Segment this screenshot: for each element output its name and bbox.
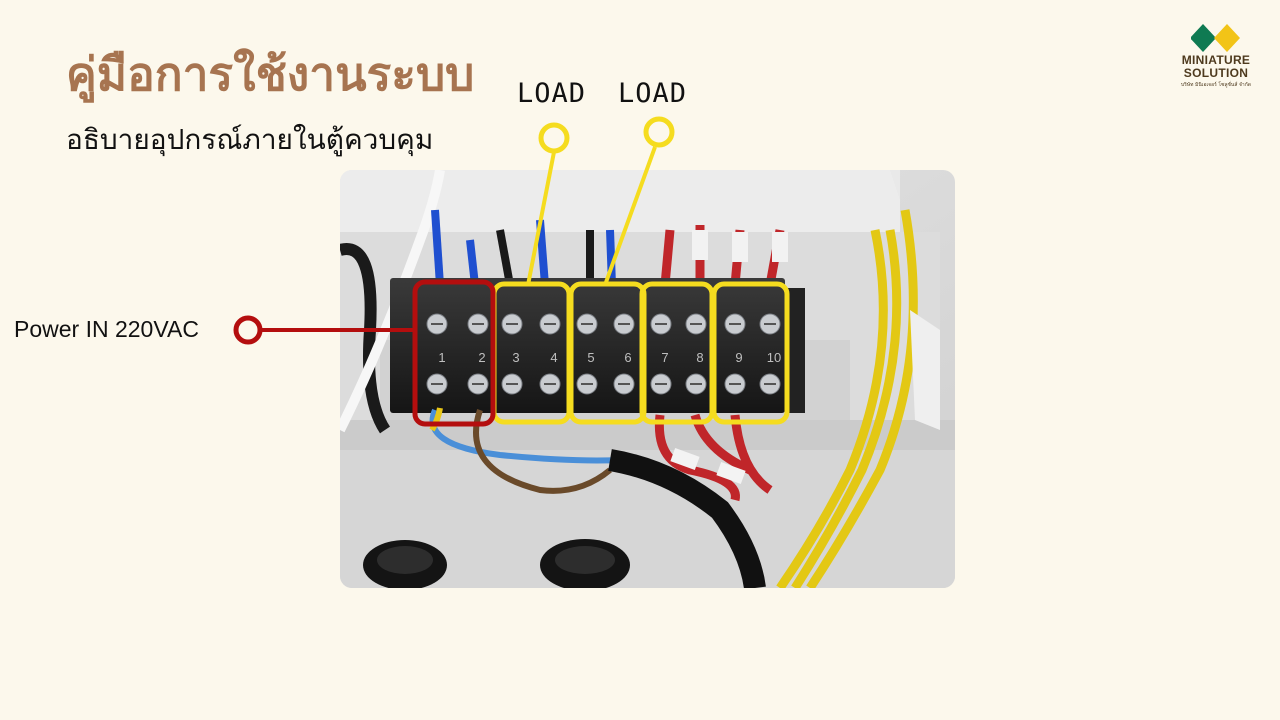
terminal-number: 6 xyxy=(624,350,631,365)
terminal-number: 2 xyxy=(478,350,485,365)
logo-line1: MINIATURE xyxy=(1181,53,1251,67)
terminal-number: 9 xyxy=(735,350,742,365)
terminal-number: 1 xyxy=(438,350,445,365)
control-box-photo: 1 2 3 4 5 6 7 8 9 10 xyxy=(340,170,955,588)
page-subtitle: อธิบายอุปกรณ์ภายในตู้ควบคุม xyxy=(66,123,434,156)
load-label-2: LOAD xyxy=(618,78,688,109)
load-1-marker xyxy=(538,122,570,154)
logo-line3: บริษัท มินิเอเจอร์ โซลูชั่นส์ จำกัด xyxy=(1181,82,1251,88)
terminal-number: 5 xyxy=(587,350,594,365)
terminal-number: 3 xyxy=(512,350,519,365)
terminal-number: 4 xyxy=(550,350,557,365)
load-2-marker xyxy=(643,116,675,148)
power-marker xyxy=(233,315,263,345)
terminal-number: 10 xyxy=(767,350,781,365)
page-title: คู่มือการใช้งานระบบ xyxy=(66,47,475,101)
diamond-logo-icon xyxy=(1191,24,1240,52)
company-logo: MINIATURE SOLUTION บริษัท มินิเอเจอร์ โซ… xyxy=(1176,22,1256,89)
logo-line2: SOLUTION xyxy=(1183,66,1249,80)
terminal-number: 7 xyxy=(661,350,668,365)
power-in-label: Power IN 220VAC xyxy=(14,316,199,342)
terminal-number: 8 xyxy=(696,350,703,365)
load-label-1: LOAD xyxy=(517,78,587,109)
